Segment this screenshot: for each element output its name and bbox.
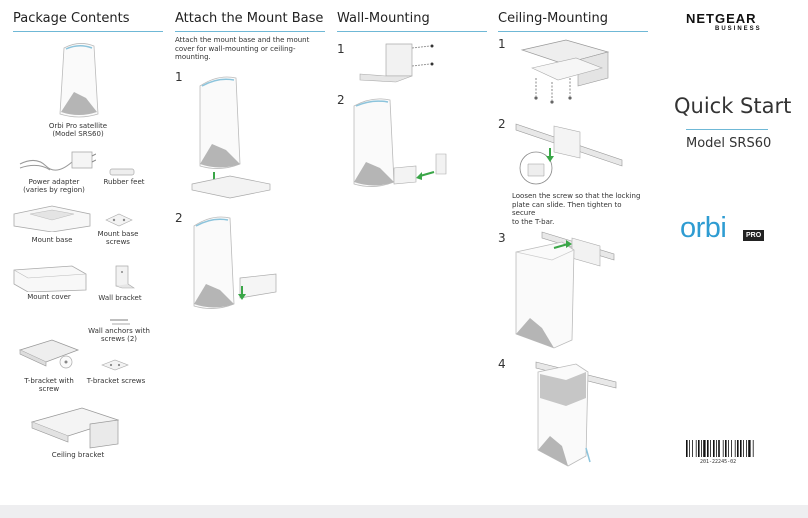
note-line: Loosen the screw so that the locking	[512, 192, 641, 200]
model-label: Model SRS60	[686, 136, 772, 151]
caption-line: Power adapter	[28, 178, 80, 186]
netgear-logo: NETGEAR	[686, 11, 757, 26]
instruction-line: Attach the mount base and the mount	[175, 36, 310, 44]
instruction-line: cover for wall-mounting or ceiling-	[175, 44, 296, 53]
ceiling-bracket-illustration	[30, 407, 120, 449]
ceiling-step-2-illustration	[515, 123, 623, 185]
wall-anchors-illustration	[110, 319, 130, 325]
mount-cover-illustration	[13, 265, 87, 292]
caption-line: screw	[38, 385, 60, 393]
caption-line: (varies by region)	[23, 186, 85, 194]
attach-step-1-illustration	[191, 76, 271, 199]
netgear-business-label: BUSINESS	[715, 26, 762, 32]
caption-line: screws (2)	[100, 335, 138, 343]
caption-line: (Model SRS60)	[52, 130, 104, 138]
section-rule	[498, 31, 648, 32]
mount-base-screws-illustration	[105, 213, 133, 227]
barcode-graphic	[686, 440, 754, 457]
t-bracket-illustration	[18, 339, 80, 369]
ceiling-step-2-note: Loosen the screw so that the locking pla…	[512, 192, 642, 226]
ceiling-step-4-illustration	[535, 361, 617, 467]
section-rule	[175, 31, 325, 32]
ceiling-step-4-number: 4	[498, 357, 506, 371]
orbi-logo: orbi	[680, 212, 727, 244]
caption-wall-bracket: Wall bracket	[98, 294, 142, 302]
section-title-ceiling-mounting: Ceiling-Mounting	[498, 11, 608, 26]
caption-t-bracket-screws: T-bracket screws	[86, 377, 146, 385]
note-line: to the T-bar.	[512, 217, 555, 226]
caption-line: screws	[106, 238, 130, 246]
power-adapter-illustration	[19, 151, 96, 171]
note-line: plate can slide. Then tighten to secure	[512, 200, 622, 218]
quick-start-title: Quick Start	[674, 94, 792, 118]
attach-step-2-number: 2	[175, 211, 183, 225]
rubber-feet-illustration	[109, 168, 135, 176]
footer-band	[0, 505, 808, 518]
caption-mount-cover: Mount cover	[27, 293, 71, 301]
section-title-attach-mount-base: Attach the Mount Base	[175, 11, 324, 26]
caption-mount-base-screws: Mount base screws	[92, 230, 144, 246]
section-rule	[13, 31, 163, 32]
wall-step-1-illustration	[359, 43, 434, 83]
ceiling-step-1-illustration	[520, 39, 610, 104]
caption-t-bracket: T-bracket with screw	[16, 377, 82, 393]
wall-step-2-illustration	[353, 98, 447, 187]
caption-ceiling-bracket: Ceiling bracket	[51, 451, 105, 459]
caption-line: Orbi Pro satellite	[48, 122, 108, 130]
caption-line: Mount base	[97, 230, 139, 238]
wall-bracket-illustration	[115, 265, 135, 289]
caption-rubber-feet: Rubber feet	[103, 178, 145, 186]
section-title-wall-mounting: Wall-Mounting	[337, 11, 430, 26]
ceiling-step-3-illustration	[515, 231, 615, 349]
ceiling-step-1-number: 1	[498, 37, 506, 51]
section-title-package-contents: Package Contents	[13, 11, 130, 26]
caption-wall-anchors: Wall anchors with screws (2)	[88, 327, 150, 343]
caption-mount-base: Mount base	[31, 236, 73, 244]
section-rule	[337, 31, 487, 32]
satellite-illustration	[59, 43, 99, 118]
instruction-line: mounting.	[175, 53, 211, 61]
mount-base-illustration	[13, 205, 91, 232]
attach-instructions: Attach the mount base and the mount cove…	[175, 36, 325, 62]
barcode-number: 201-22245-02	[700, 459, 737, 465]
caption-power-adapter: Power adapter (varies by region)	[14, 178, 94, 194]
attach-step-1-number: 1	[175, 70, 183, 84]
wall-step-2-number: 2	[337, 93, 345, 107]
title-rule	[686, 129, 768, 130]
caption-line: T-bracket with	[24, 377, 74, 385]
ceiling-step-3-number: 3	[498, 231, 506, 245]
t-bracket-screws-illustration	[101, 359, 129, 371]
caption-line: Wall anchors with	[88, 327, 150, 335]
ceiling-step-2-number: 2	[498, 117, 506, 131]
wall-step-1-number: 1	[337, 42, 345, 56]
orbi-pro-badge: PRO	[743, 230, 765, 241]
attach-step-2-illustration	[193, 216, 277, 309]
caption-satellite: Orbi Pro satellite (Model SRS60)	[38, 122, 118, 138]
